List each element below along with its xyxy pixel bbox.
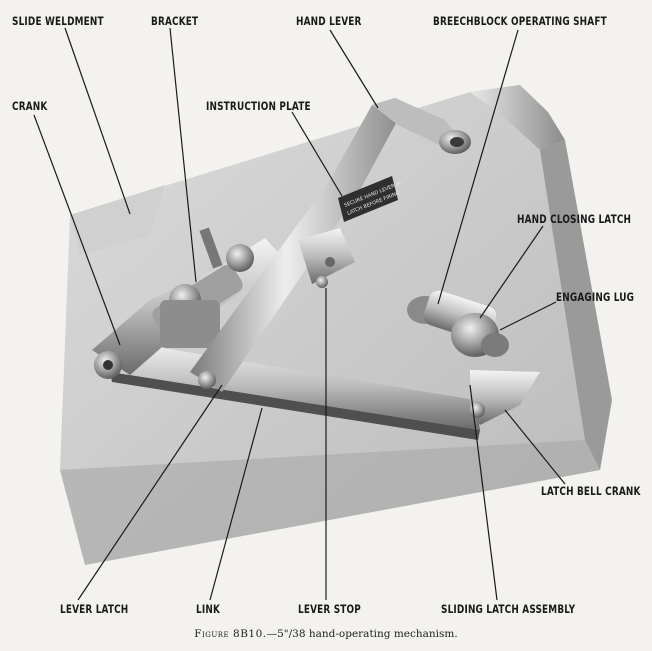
label-bracket: BRACKET xyxy=(151,14,199,28)
label-sliding-latch-assembly: SLIDING LATCH ASSEMBLY xyxy=(441,602,576,616)
leader-instruction-plate xyxy=(291,111,343,197)
slide-weldment-housing xyxy=(60,85,612,565)
leader-slide-weldment xyxy=(64,27,131,215)
label-crank: CRANK xyxy=(12,99,48,113)
leader-lever-latch xyxy=(77,384,223,601)
label-link: LINK xyxy=(196,602,221,616)
label-lever-latch: LEVER LATCH xyxy=(60,602,129,616)
caption-figure-number: Figure 8B10. xyxy=(194,628,267,640)
label-breechblock-operating-shaft: BREECHBLOCK OPERATING SHAFT xyxy=(433,14,607,28)
label-latch-bell-crank: LATCH BELL CRANK xyxy=(541,484,641,498)
figure-caption: Figure 8B10.—5"/38 hand-operating mechan… xyxy=(0,628,652,640)
leader-crank xyxy=(33,114,121,346)
label-lever-stop: LEVER STOP xyxy=(298,602,361,616)
crank-bracket-assembly xyxy=(92,227,285,379)
leader-sliding-latch xyxy=(469,384,498,601)
leader-latch-bell-crank xyxy=(504,409,566,485)
label-engaging-lug: ENGAGING LUG xyxy=(556,290,635,304)
lever-stop-block xyxy=(298,228,355,288)
leader-hand-lever xyxy=(329,29,379,109)
caption-text: —5"/38 hand-operating mechanism. xyxy=(266,628,458,640)
leader-link xyxy=(209,407,263,601)
label-hand-closing-latch: HAND CLOSING LATCH xyxy=(517,212,632,226)
label-instruction-plate: INSTRUCTION PLATE xyxy=(206,99,311,113)
leader-breechblock-shaft xyxy=(437,29,519,305)
label-slide-weldment: SLIDE WELDMENT xyxy=(12,14,104,28)
label-hand-lever: HAND LEVER xyxy=(296,14,362,28)
leader-lines xyxy=(33,27,566,601)
leader-hand-closing-latch xyxy=(479,225,544,319)
leader-engaging-lug xyxy=(499,301,557,331)
leader-bracket xyxy=(169,27,197,283)
breechblock-shaft-assembly xyxy=(407,290,540,425)
hand-lever xyxy=(190,98,471,392)
